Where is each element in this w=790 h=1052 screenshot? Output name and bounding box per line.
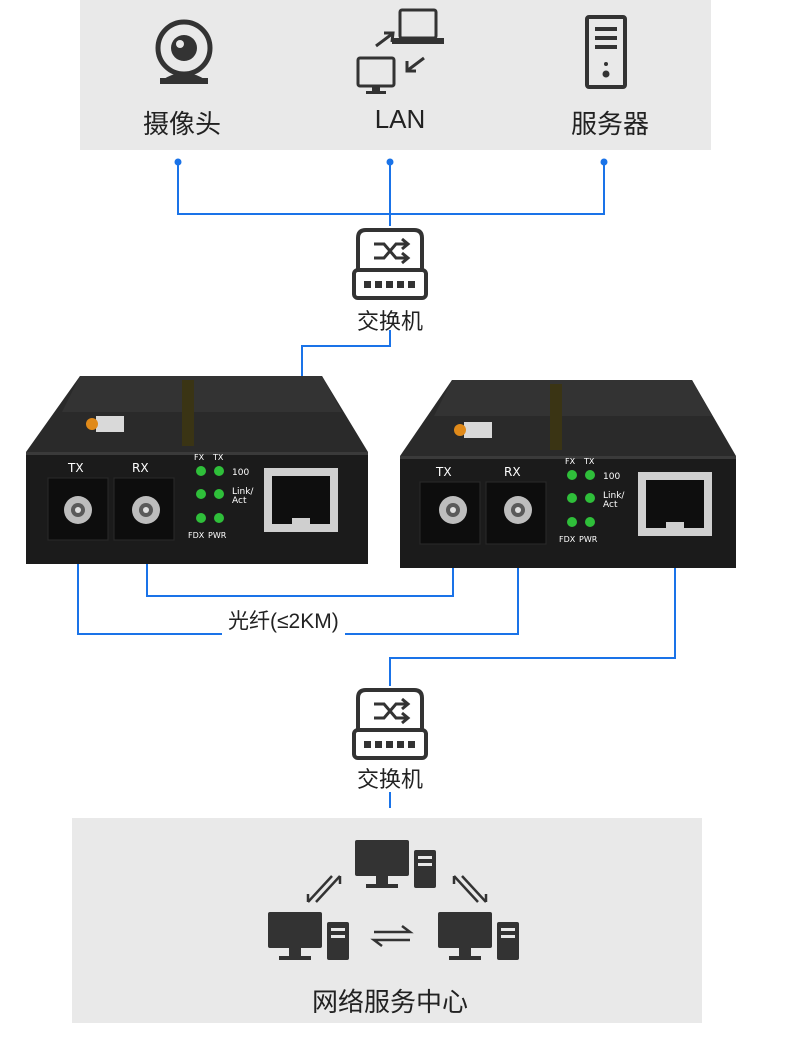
network-center-computers-icon (268, 840, 519, 960)
server-label: 服务器 (570, 109, 649, 139)
right-rx-label: RX (504, 465, 521, 479)
switch-top-label: 交换机 (356, 309, 423, 334)
svg-text:PWR: PWR (579, 535, 598, 544)
svg-text:PWR: PWR (208, 531, 227, 540)
svg-text:FX: FX (565, 457, 576, 466)
lan-icon (356, 8, 444, 94)
media-converter-left: TX RX FX TX 100 Link/ Act FDX PWR (26, 376, 368, 564)
lan-label: LAN (374, 104, 426, 134)
fiber-label: 光纤(≤2KM) (222, 605, 345, 635)
svg-text:FX: FX (194, 453, 205, 462)
left-tx-label: TX (67, 461, 84, 475)
svg-text:TX: TX (212, 453, 224, 462)
svg-text:Link/: Link/ (603, 491, 625, 501)
right-tx-label: TX (435, 465, 452, 479)
svg-text:Link/: Link/ (232, 487, 254, 497)
svg-text:100: 100 (603, 472, 620, 482)
switch-bottom-label: 交换机 (356, 767, 423, 792)
server-icon (585, 15, 627, 89)
left-rx-label: RX (132, 461, 149, 475)
switch-icon (352, 688, 428, 760)
svg-text:100: 100 (232, 468, 249, 478)
svg-text:FDX: FDX (188, 531, 205, 540)
media-converter-right: TX RX FX TX 100 Link/ Act FDX PWR (400, 380, 736, 568)
network-center-label: 网络服务中心 (311, 987, 468, 1017)
svg-text:Act: Act (232, 496, 247, 506)
svg-text:TX: TX (583, 457, 595, 466)
camera-icon (155, 19, 213, 84)
svg-text:FDX: FDX (559, 535, 576, 544)
svg-text:Act: Act (603, 500, 618, 510)
camera-label: 摄像头 (142, 109, 221, 139)
switch-icon (352, 228, 428, 300)
